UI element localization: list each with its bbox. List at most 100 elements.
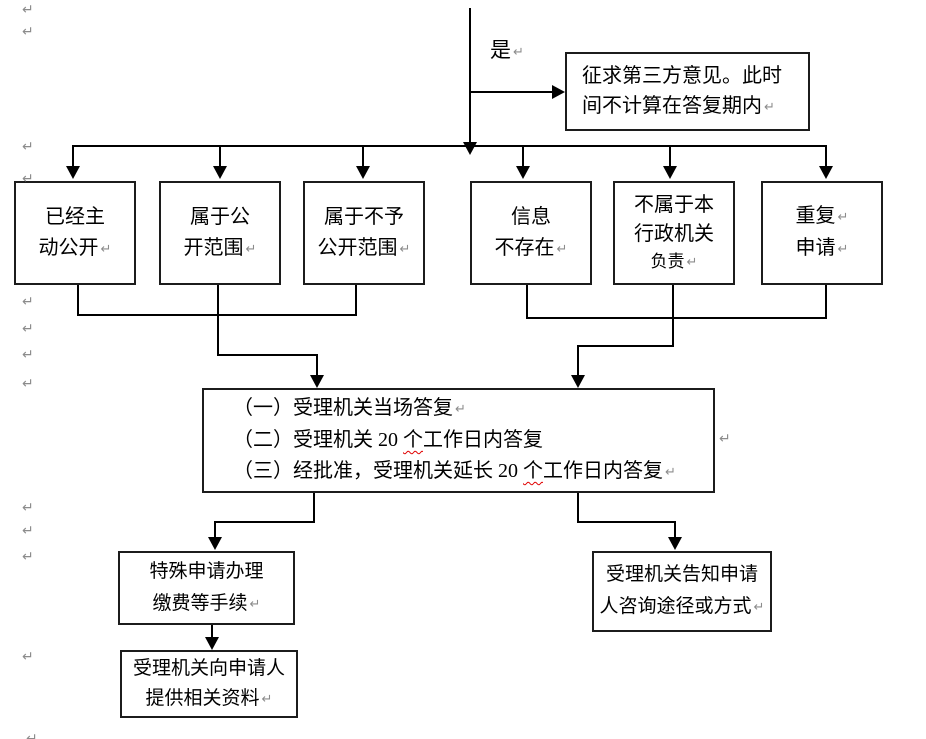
spellcheck-squiggle-text: 个 — [403, 429, 423, 451]
connector-line — [313, 493, 315, 523]
paragraph-mark-icon: ↵ — [837, 242, 849, 257]
flow-box-info-not-exist: 信息 不存在↵ — [470, 181, 592, 285]
box-text: （一）受理机关当场答复 — [233, 397, 453, 419]
box-text: 间不计算在答复期内 — [582, 94, 762, 117]
arrow-down-icon — [356, 166, 370, 179]
arrow-down-icon — [516, 166, 530, 179]
connector-line — [219, 147, 221, 167]
connector-line — [825, 285, 827, 319]
connector-line — [316, 354, 318, 376]
box-text: 行政机关 — [634, 222, 714, 245]
paragraph-mark-icon: ↵ — [22, 294, 34, 310]
connector-line — [211, 625, 213, 638]
paragraph-mark-icon: ↵ — [22, 24, 34, 40]
box-text: 动公开 — [38, 236, 99, 259]
paragraph-mark-icon: ↵ — [665, 465, 676, 480]
connector-line — [72, 147, 74, 167]
box-text: 已经主 — [45, 205, 105, 228]
connector-line — [214, 521, 315, 523]
flow-box-already-disclosed: 已经主 动公开↵ — [14, 181, 136, 285]
flow-box-non-disclosure-scope: 属于不予 公开范围↵ — [303, 181, 425, 285]
box-text: 信息 — [511, 205, 551, 228]
box-text: 不属于本 — [634, 193, 714, 216]
connector-line — [217, 354, 318, 356]
box-text: 缴费等手续 — [152, 592, 248, 614]
connector-line — [469, 8, 471, 144]
flow-box-special-procedures: 特殊申请办理 缴费等手续↵ — [118, 551, 295, 625]
box-text: （二）受理机关 20 — [233, 429, 403, 451]
paragraph-mark-icon: ↵ — [22, 347, 34, 363]
paragraph-mark-icon: ↵ — [22, 549, 34, 565]
paragraph-mark-icon: ↵ — [556, 241, 568, 257]
box-text: 公开范围 — [317, 236, 398, 259]
paragraph-mark-icon: ↵ — [22, 2, 34, 18]
paragraph-mark-icon: ↵ — [837, 210, 849, 225]
box-text: 开范围 — [183, 236, 244, 259]
connector-line — [217, 285, 219, 356]
flow-box-repeated-application: 重复↵ 申请↵ — [761, 181, 883, 285]
box-text: （三）经批准，受理机关延长 20 — [233, 460, 523, 482]
box-text: 申请 — [795, 237, 836, 259]
arrow-right-icon — [552, 85, 565, 99]
paragraph-mark-icon: ↵ — [22, 376, 34, 392]
yes-label: 是↵ — [490, 38, 524, 62]
arrow-down-icon — [668, 537, 682, 550]
connector-line — [577, 345, 674, 347]
paragraph-mark-icon: ↵ — [261, 691, 273, 707]
paragraph-mark-icon: ↵ — [22, 139, 34, 155]
arrow-down-icon — [205, 637, 219, 650]
paragraph-mark-icon: ↵ — [513, 45, 524, 60]
box-text: 受理机关告知申请 — [605, 564, 758, 585]
connector-line — [355, 285, 357, 316]
flow-box-reply-options: （一）受理机关当场答复↵ （二）受理机关 20 个工作日内答复 （三）经批准，受… — [202, 388, 715, 493]
paragraph-mark-icon: ↵ — [249, 596, 261, 612]
box-text: 受理机关向申请人 — [132, 657, 285, 679]
box-text: 工作日内答复 — [543, 460, 663, 482]
connector-line — [77, 285, 79, 316]
box-text: 征求第三方意见。此时 — [582, 64, 782, 87]
arrow-down-icon — [663, 166, 677, 179]
connector-line — [672, 285, 674, 347]
arrow-down-icon — [208, 537, 222, 550]
connector-line — [470, 91, 554, 93]
paragraph-mark-icon: ↵ — [245, 241, 257, 257]
connector-line — [526, 285, 528, 319]
paragraph-mark-icon: ↵ — [22, 321, 34, 337]
connector-line — [522, 147, 524, 167]
paragraph-mark-icon: ↵ — [22, 523, 34, 539]
arrow-down-icon — [310, 375, 324, 388]
paragraph-mark-icon: ↵ — [22, 500, 34, 516]
arrow-down-icon — [571, 375, 585, 388]
box-text: 不存在 — [494, 236, 555, 259]
connector-line — [674, 521, 676, 538]
paragraph-mark-icon: ↵ — [100, 241, 112, 257]
connector-line — [577, 521, 676, 523]
box-text: 属于不予 — [324, 205, 404, 228]
flow-box-provide-materials: 受理机关向申请人 提供相关资料↵ — [120, 650, 298, 718]
connector-line — [526, 317, 827, 319]
spellcheck-squiggle-text: 个 — [523, 460, 543, 482]
connector-line — [577, 493, 579, 523]
arrow-down-icon — [463, 142, 477, 155]
connector-line — [669, 147, 671, 167]
paragraph-mark-icon: ↵ — [764, 99, 775, 115]
box-text: 负责 — [650, 251, 685, 271]
box-text: 人咨询途径或方式 — [599, 596, 752, 617]
arrow-down-icon — [819, 166, 833, 179]
arrow-down-icon — [213, 166, 227, 179]
paragraph-mark-icon: ↵ — [753, 600, 765, 615]
flow-box-inform-applicant: 受理机关告知申请 人咨询途径或方式↵ — [592, 551, 772, 632]
box-text: 属于公 — [190, 205, 250, 228]
connector-line — [214, 521, 216, 538]
paragraph-mark-icon: ↵ — [719, 431, 731, 447]
flow-box-not-this-agency: 不属于本 行政机关 负责↵ — [613, 181, 735, 285]
box-text: 工作日内答复 — [423, 429, 543, 451]
flow-box-third-party: 征求第三方意见。此时 间不计算在答复期内↵ — [565, 52, 810, 131]
paragraph-mark-icon: ↵ — [22, 171, 34, 187]
arrow-down-icon — [66, 166, 80, 179]
connector-line — [825, 147, 827, 167]
connector-line — [362, 147, 364, 167]
connector-line — [577, 345, 579, 376]
box-text: 提供相关资料 — [145, 687, 260, 709]
